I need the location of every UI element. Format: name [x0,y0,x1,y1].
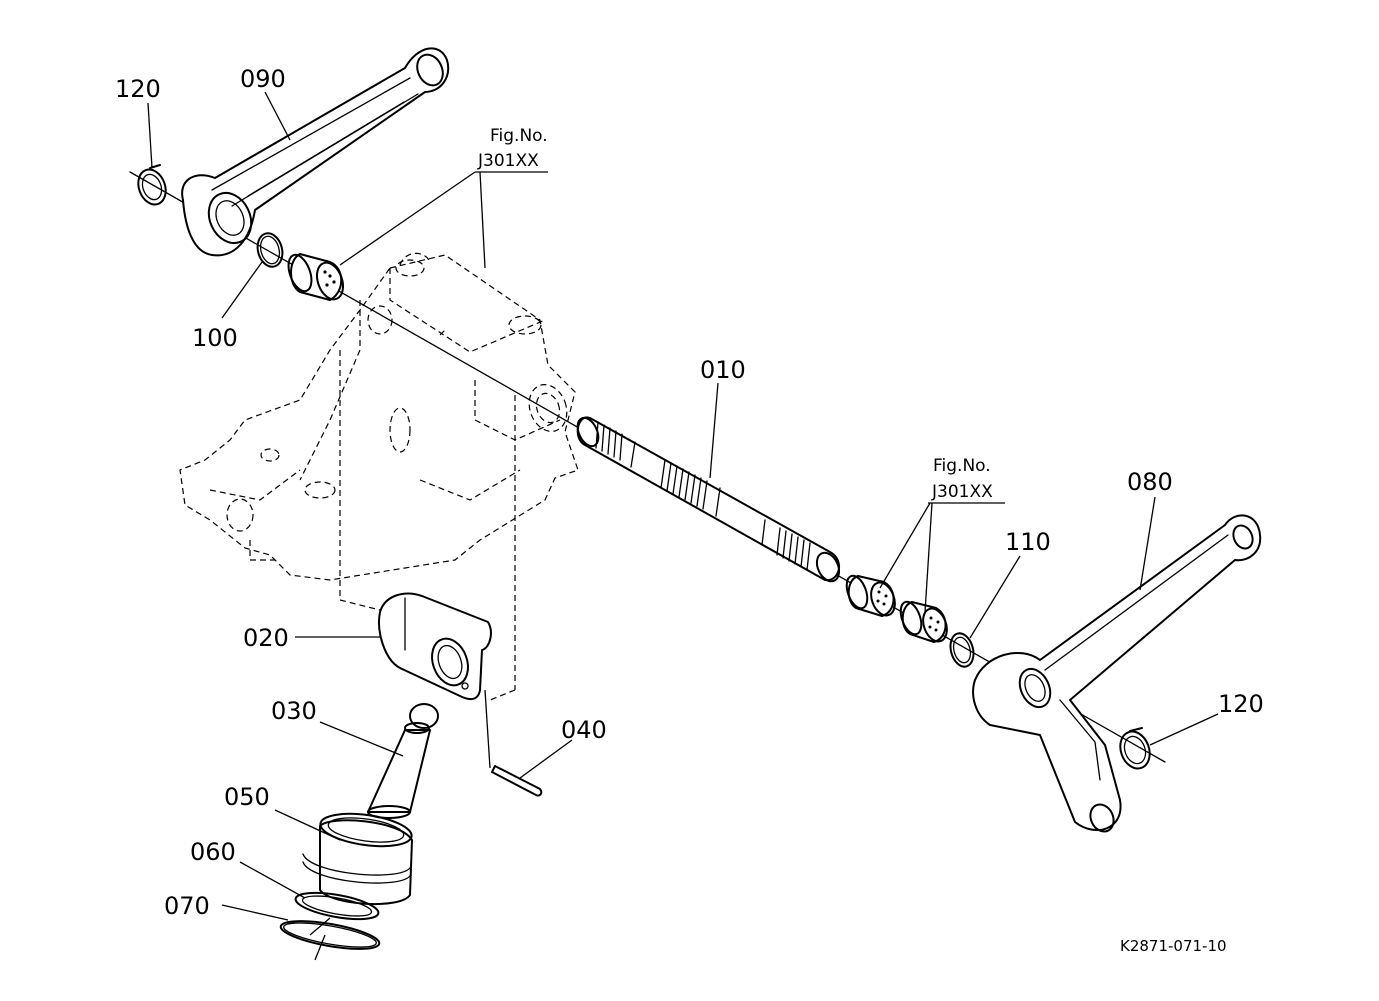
bushing-left [287,253,345,301]
part-010-lift-shaft [576,416,841,583]
label-040: 040 [561,716,607,744]
part-020-piston-arm [378,592,492,701]
drawing-number: K2871-071-10 [1120,937,1227,955]
label-030: 030 [271,697,317,725]
leader-lines [147,91,1219,961]
part-090-lift-arm [181,47,450,257]
fig-ref-right-line1: Fig.No. [933,456,991,476]
part-060-backup-ring [294,891,380,921]
part-120-snap-ring-left [137,164,167,206]
label-110: 110 [1005,528,1051,556]
label-100: 100 [192,324,238,352]
label-090: 090 [240,65,286,93]
label-120-right: 120 [1218,690,1264,718]
label-050: 050 [224,783,270,811]
part-100-o-ring [256,232,284,268]
part-080-lift-arm [972,514,1262,833]
housing-reference [179,252,579,701]
label-070: 070 [164,892,210,920]
part-120-snap-ring-right [1119,727,1151,770]
label-060: 060 [190,838,236,866]
label-010: 010 [700,356,746,384]
fig-ref-left-line1: Fig.No. [490,126,548,146]
part-110-o-ring [949,632,975,668]
part-040-pin [491,765,543,797]
label-120-left: 120 [115,75,161,103]
fig-ref-left-line2: J301XX [477,151,539,171]
part-050-piston [302,812,413,905]
label-020: 020 [243,624,289,652]
part-030-rod [367,703,439,819]
part-070-o-ring [279,920,381,950]
bushing-right-1 [845,574,896,617]
label-080: 080 [1127,468,1173,496]
bushing-right-2 [899,600,948,643]
fig-ref-right-line2: J301XX [931,482,993,502]
